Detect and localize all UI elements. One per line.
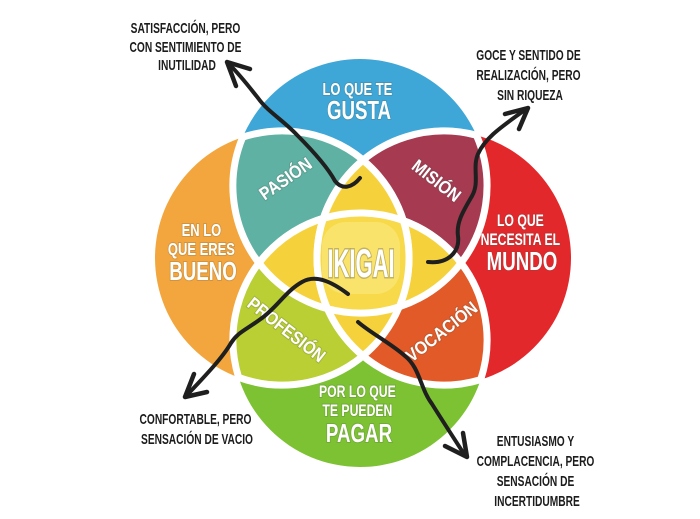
arrow-top-right [426,105,531,265]
label-what-you-are-good-at: EN LO QUE ERES BUENO [167,220,238,286]
arrow-bottom-right [356,320,470,460]
arrowhead-bottom-left [182,371,210,400]
arrow-bottom-left [182,276,350,400]
svg-text:EN LO QUE ERES: EN LO QUE ERES BUENO [168,221,238,286]
arrow-top-left [224,59,362,189]
svg-text:LO QUE NECESITA EL: LO QUE NECESITA EL MUNDO [481,211,564,276]
arrowhead-top-left [224,59,253,89]
label-what-you-love: LO QUE TE GUSTA [322,79,395,125]
label-what-you-can-be-paid-for: POR LO QUE TE PUEDEN PAGAR [318,382,399,448]
svg-text:SATISFACCIÓN, PERO CON: SATISFACCIÓN, PERO CON SENTIMIENTO DE IN… [130,19,245,74]
annotation-top-left: SATISFACCIÓN, PERO CON SENTIMIENTO DE IN… [130,19,245,74]
annotation-bottom-right: ENTUSIASMO Y COMPLACENCIA, PERO SENSACIÓ… [477,432,598,510]
svg-text:IKIGAI: IKIGAI [327,241,394,286]
center-highlight [322,222,400,294]
annotation-bottom-left: CONFORTABLE, PERO SENSACIÓN DE VACIO [140,410,255,448]
svg-text:POR LO QUE TE PUEDEN: POR LO QUE TE PUEDEN PAGAR [319,382,399,448]
arrowhead-bottom-right [442,430,470,460]
label-ikigai: IKIGAI [326,240,395,287]
svg-text:LO QUE TE GUSTA: LO QUE TE GUSTA [322,80,395,125]
svg-text:ENTUSIASMO Y COMPLACEN: ENTUSIASMO Y COMPLACENCIA, PERO SENSACIÓ… [477,432,598,510]
arrowhead-top-right [502,105,531,132]
svg-text:CONFORTABLE, PERO SENS: CONFORTABLE, PERO SENSACIÓN DE VACIO [140,410,255,448]
svg-text:GOCE Y SENTIDO DE REAL: GOCE Y SENTIDO DE REALIZACIÓN, PERO SIN … [476,46,583,104]
annotation-top-right: GOCE Y SENTIDO DE REALIZACIÓN, PERO SIN … [476,46,583,104]
label-what-world-needs: LO QUE NECESITA EL MUNDO [480,211,564,276]
